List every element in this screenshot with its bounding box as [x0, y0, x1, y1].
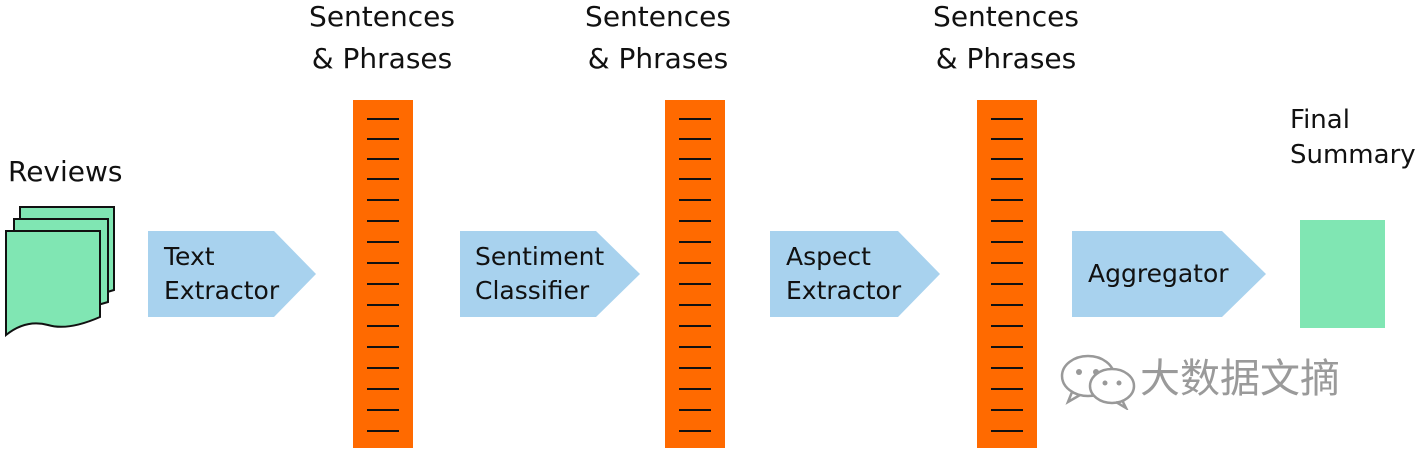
wechat-logo-icon: [1058, 352, 1138, 410]
text-extractor-arrow: [148, 231, 318, 317]
sentiment-classifier-arrow: [460, 231, 642, 317]
aspect-extractor-arrow: [770, 231, 942, 317]
final-summary-document: [1300, 220, 1385, 328]
watermark-text: 大数据文摘: [1140, 356, 1340, 402]
final-summary-label-line2: Summary: [1290, 140, 1416, 170]
aggregator-arrow: [1072, 231, 1268, 317]
buffer-3-sentences-column: [977, 100, 1037, 448]
text-extractor-label-line1: Text: [164, 242, 215, 271]
aspect-extractor-label-line2: Extractor: [786, 276, 902, 305]
buffer-1-label-line2: & Phrases: [311, 42, 453, 75]
buffer-2-label-line1: Sentences: [585, 0, 731, 33]
reviews-label: Reviews: [8, 155, 123, 188]
sentiment-classifier-label-line1: Sentiment: [475, 242, 605, 271]
buffer-2-sentences-column: [665, 100, 725, 448]
buffer-3-label-line1: Sentences: [933, 0, 1079, 33]
sentiment-classifier-label-line2: Classifier: [475, 276, 590, 305]
aspect-extractor-label-line1: Aspect: [786, 242, 871, 271]
buffer-1-label-line1: Sentences: [309, 0, 455, 33]
buffer-3-label-line2: & Phrases: [935, 42, 1077, 75]
buffer-1-sentences-column: [353, 100, 413, 448]
buffer-2-label-line2: & Phrases: [587, 42, 729, 75]
aggregator-label: Aggregator: [1088, 259, 1229, 288]
final-summary-label-line1: Final: [1290, 105, 1350, 135]
reviews-document-stack-icon: [2, 205, 122, 345]
text-extractor-label-line2: Extractor: [164, 276, 280, 305]
